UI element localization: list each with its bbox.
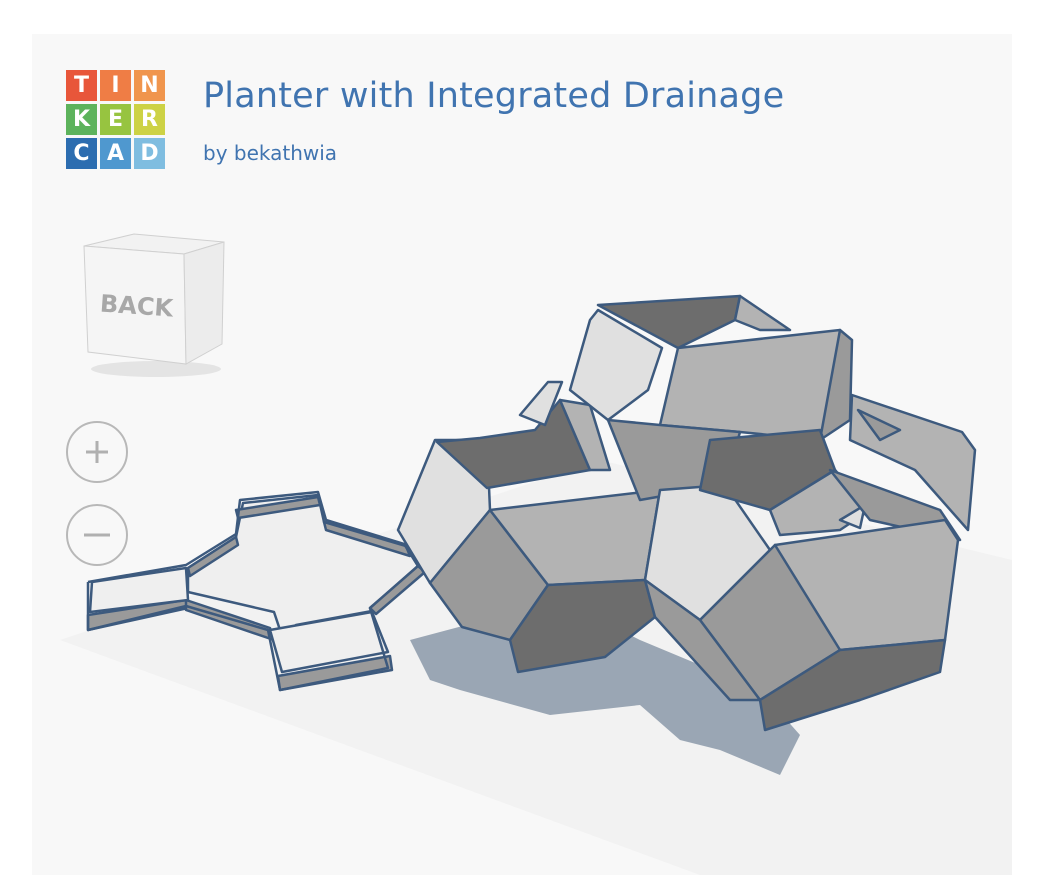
logo-cell: N (134, 70, 165, 101)
logo-cell: I (100, 70, 131, 101)
tray-floor (88, 566, 190, 614)
zoom-in-button[interactable] (66, 421, 128, 483)
tinkercad-logo[interactable]: T I N K E R C A D (66, 70, 166, 170)
plus-icon (86, 441, 108, 463)
tray-wall (322, 520, 412, 558)
model-shadow (410, 600, 800, 775)
planter-body (396, 294, 977, 732)
drainage-tray (86, 490, 427, 692)
view-cube[interactable]: BACK (74, 224, 234, 384)
logo-cell: A (100, 138, 131, 169)
minus-icon (84, 533, 110, 537)
view-cube-front-label: BACK (99, 290, 175, 323)
view-cube-shadow (91, 361, 221, 377)
view-cube-side-face (183, 241, 225, 365)
model-face (643, 578, 762, 702)
design-card: T I N K E R C A D Planter with Integrate… (32, 34, 1012, 875)
model-face (518, 380, 564, 427)
logo-cell: R (134, 104, 165, 135)
logo-cell: D (134, 138, 165, 169)
model-face (856, 408, 902, 442)
tray-floor (268, 610, 390, 674)
model-face (838, 503, 867, 530)
logo-cell: T (66, 70, 97, 101)
logo-cell: E (100, 104, 131, 135)
model-face (658, 328, 852, 442)
author-link[interactable]: by bekathwia (203, 141, 338, 165)
design-title: Planter with Integrated Drainage (203, 76, 785, 116)
model-face (733, 294, 792, 332)
zoom-out-button[interactable] (66, 504, 128, 566)
model-face (758, 638, 947, 732)
model-face (558, 398, 612, 472)
logo-cell: C (66, 138, 97, 169)
3d-viewport[interactable] (32, 34, 1012, 875)
tray-wall (186, 535, 240, 578)
logo-cell: K (66, 104, 97, 135)
